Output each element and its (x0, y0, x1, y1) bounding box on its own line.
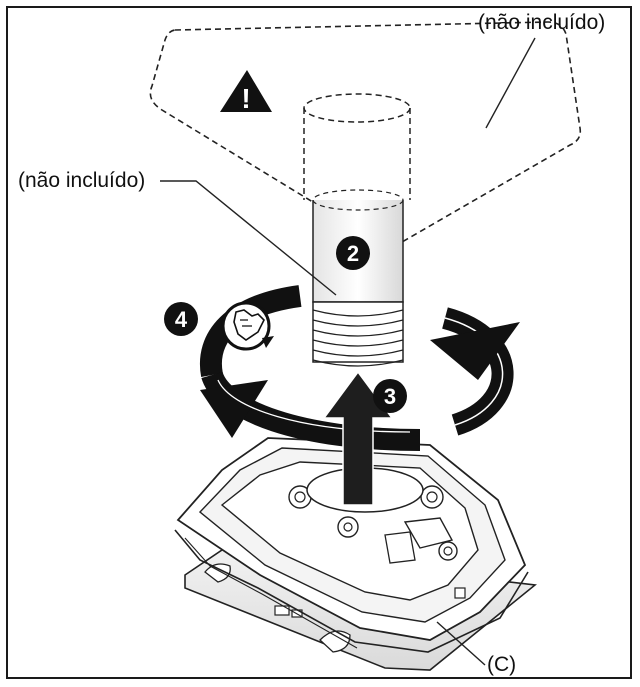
warning-icon: ! (220, 70, 272, 114)
step-3-badge: 3 (373, 379, 407, 413)
threaded-section (312, 301, 404, 367)
step-2-number: 2 (347, 241, 359, 266)
step-4-badge: 4 (164, 302, 198, 336)
step-3-number: 3 (384, 384, 396, 409)
upward-arrow (322, 370, 394, 506)
leader-line-top (485, 37, 536, 129)
step-2-badge: 2 (336, 236, 370, 270)
hand-tighten-icon (221, 301, 274, 351)
label-not-included-surface: (não incluído) (478, 11, 606, 34)
column-hidden-part (303, 93, 411, 200)
label-not-included-standoff: (não incluído) (18, 169, 146, 192)
label-part-c: (C) (487, 653, 517, 676)
cooler-block (174, 437, 529, 653)
leader-line-left (160, 180, 337, 296)
diagram-frame (6, 6, 632, 679)
leader-line-c (436, 621, 486, 666)
warning-mark: ! (241, 83, 250, 114)
surface-outline-dashed (149, 21, 582, 246)
step-4-number: 4 (175, 307, 188, 332)
